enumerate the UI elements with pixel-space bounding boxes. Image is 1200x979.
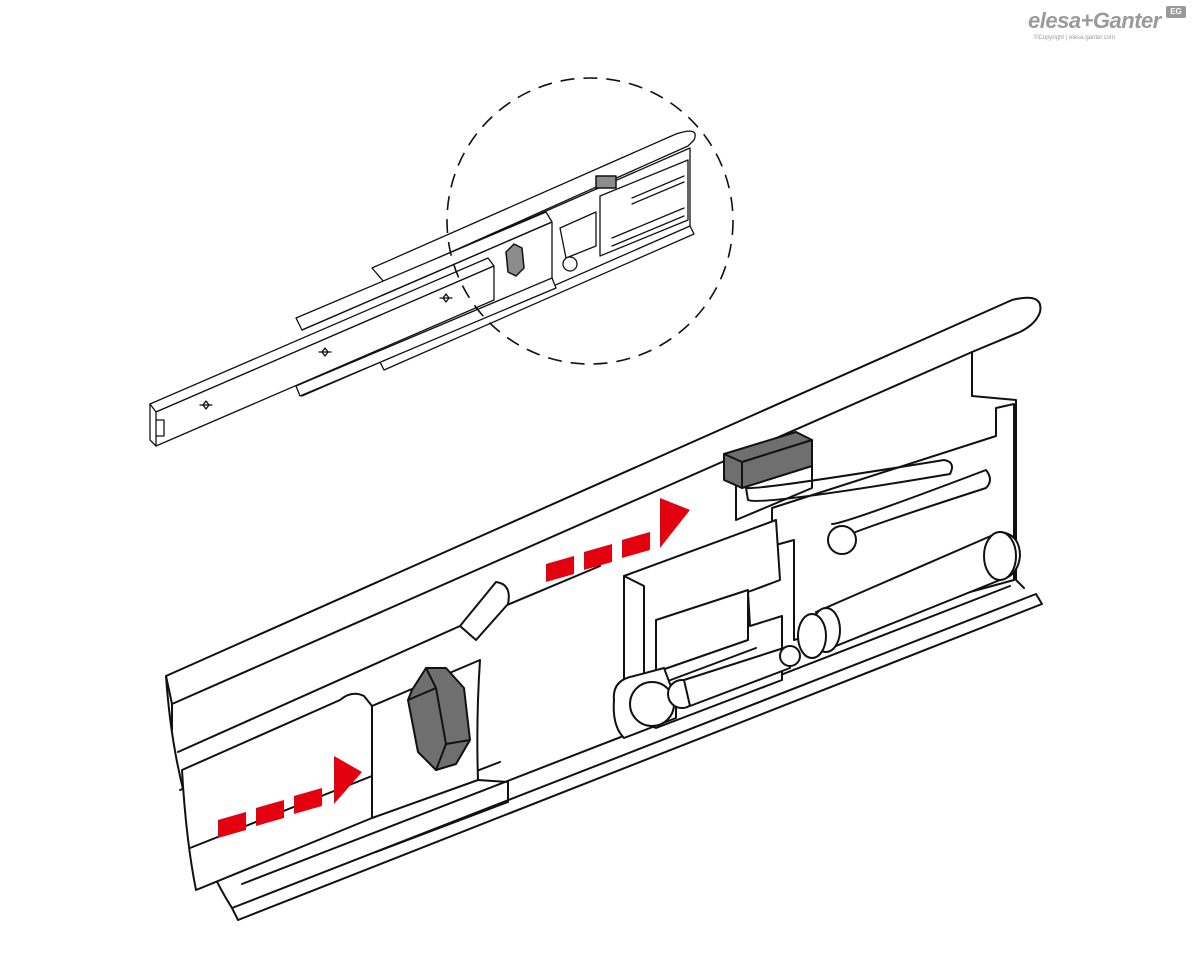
detail-view bbox=[165, 296, 1043, 921]
overview-slide bbox=[149, 130, 696, 447]
detail-circle-icon bbox=[446, 77, 734, 365]
overview-buffer bbox=[505, 243, 525, 277]
red-dashed-arrow-icon bbox=[546, 498, 690, 582]
star-hole-icon bbox=[199, 400, 213, 410]
red-dashed-arrow-icon bbox=[218, 756, 362, 838]
brand-badge: EG bbox=[1166, 6, 1186, 18]
star-hole-icon bbox=[318, 347, 332, 357]
detail-bottom-lip bbox=[231, 593, 1043, 921]
overview-outer-rail bbox=[371, 130, 696, 283]
detail-inner-rail bbox=[181, 692, 373, 891]
brand-copyright: ©Copyright | elesa-ganter.com bbox=[1034, 35, 1116, 41]
overview-stopper bbox=[595, 175, 617, 189]
brand-logo: elesa+Ganter EG ©Copyright | elesa-gante… bbox=[1028, 6, 1188, 48]
brand-wordmark: elesa+Ganter bbox=[1028, 8, 1161, 33]
detail-top-lip bbox=[165, 296, 1042, 705]
star-hole-icon bbox=[439, 293, 453, 303]
